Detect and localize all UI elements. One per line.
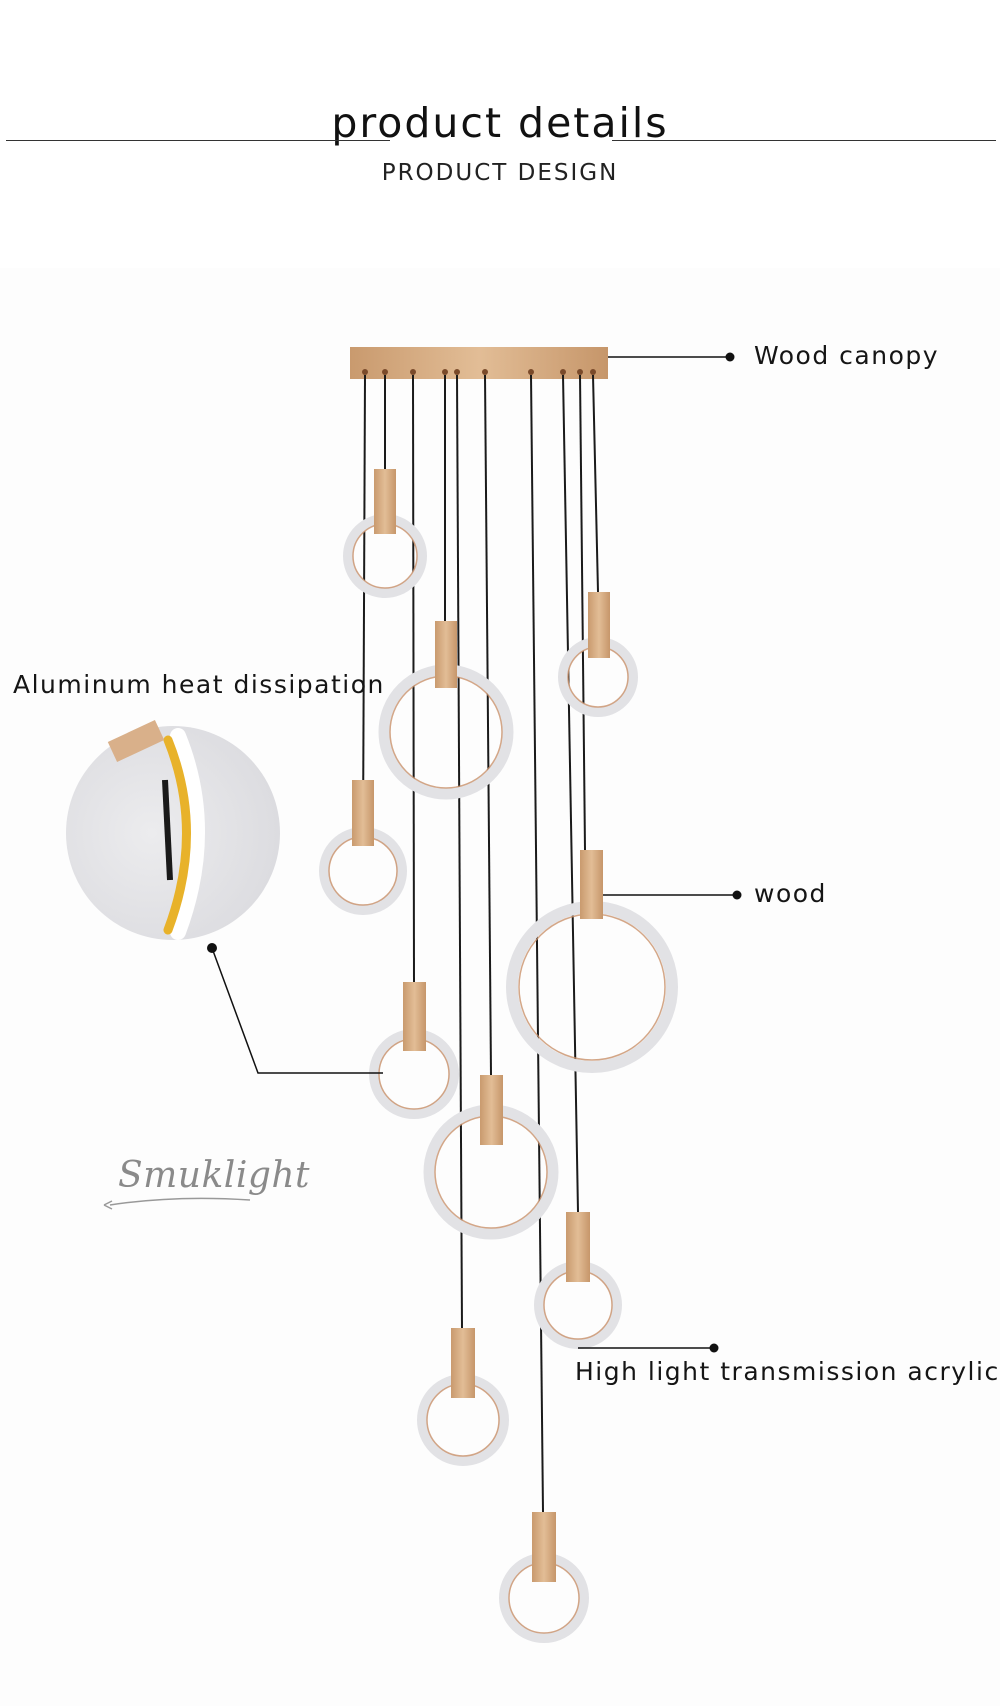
wood-canopy [350, 347, 608, 379]
callout-leaders [211, 356, 737, 1349]
product-photo-background [0, 268, 1000, 1706]
callout-aluminum-heat-dissipation: Aluminum heat dissipation [13, 670, 385, 699]
page-title: product details [331, 99, 669, 148]
brand-logo: Smuklight [118, 1155, 311, 1196]
callout-wood-canopy: Wood canopy [754, 341, 940, 370]
title-rule-right [612, 140, 996, 141]
wood-blocks [352, 469, 610, 1582]
page-subtitle: PRODUCT DESIGN [381, 160, 619, 186]
aluminum-zoom-detail [66, 726, 280, 940]
brand-logo-flourish [103, 1197, 251, 1210]
callout-acrylic: High light transmission acrylic [575, 1357, 1000, 1386]
callout-wood: wood [754, 879, 827, 908]
callout-dots [207, 352, 742, 1353]
title-rule-left [6, 140, 390, 141]
gold-heat-strip [163, 735, 191, 935]
